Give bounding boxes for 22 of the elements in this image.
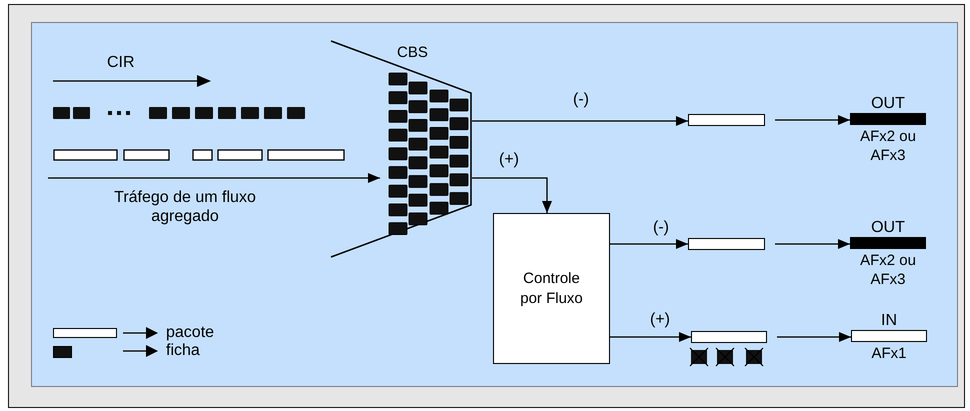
class-label: OUT — [871, 95, 905, 113]
arrow — [775, 239, 850, 249]
packet-bar — [691, 331, 767, 343]
bucket-label: CBS — [397, 44, 428, 61]
packet-bar — [688, 114, 765, 126]
class-label: AFx2 ou AFx3 — [859, 251, 917, 289]
class-label: AFx1 — [870, 344, 908, 363]
legend-label: ficha — [166, 342, 200, 360]
arrow — [472, 116, 688, 126]
process-box: Controle por Fluxo — [493, 213, 610, 364]
arrow — [777, 332, 851, 342]
packet-bar — [688, 238, 765, 250]
arrow — [775, 115, 850, 125]
arrow — [610, 332, 691, 342]
arrow — [48, 173, 380, 183]
class-label: OUT — [871, 219, 905, 237]
legend-label: pacote — [166, 324, 214, 342]
arrow — [610, 239, 688, 249]
rate-label: CIR — [107, 54, 135, 72]
class-label: AFx2 ou AFx3 — [859, 127, 917, 165]
arrow — [472, 177, 552, 213]
class-label: IN — [881, 312, 897, 330]
